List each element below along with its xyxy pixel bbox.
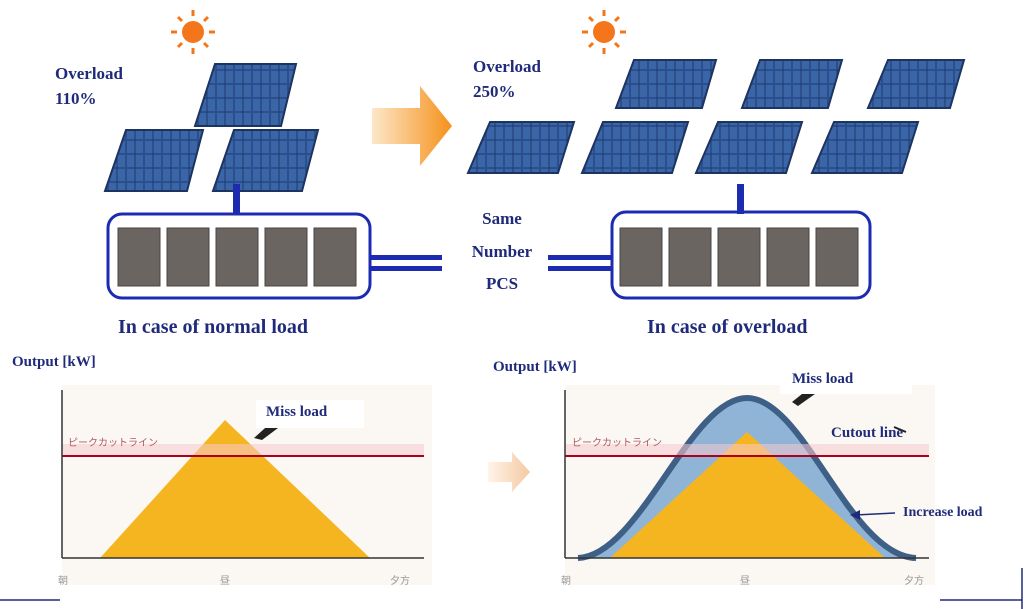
solar-panel-array-left — [103, 63, 320, 192]
pcs-units-left — [117, 227, 357, 287]
pcs-units-right — [619, 227, 859, 287]
xtick-left-2: 夕方 — [390, 576, 410, 587]
ylabel-right: Output [kW] — [493, 359, 577, 375]
equal-connector-right — [548, 255, 612, 271]
ylabel-left: Output [kW] — [12, 354, 96, 370]
solar-panel-array-right — [466, 59, 966, 174]
xtick-right-2: 夕方 — [904, 576, 924, 587]
increase-load-label: Increase load — [903, 505, 983, 520]
connector-right — [737, 184, 744, 214]
xtick-right-1: 昼 — [740, 576, 750, 587]
sun-icon-left — [171, 10, 215, 54]
chart-right — [564, 366, 935, 585]
transition-arrow — [372, 86, 452, 166]
overload-value-left: 110% — [55, 89, 97, 108]
load-curve-left — [100, 420, 370, 558]
equal-connector-left — [370, 255, 442, 271]
overload-title-left: Overload — [55, 64, 123, 83]
overload-value-right: 250% — [473, 82, 516, 101]
xtick-left-0: 朝 — [58, 576, 68, 587]
xtick-left-1: 昼 — [220, 576, 230, 587]
connector-left — [233, 184, 240, 214]
caption-overload: In case of overload — [647, 316, 808, 338]
xtick-right-0: 朝 — [561, 576, 571, 587]
load-curve-right — [610, 432, 885, 558]
same-label: Same — [482, 209, 522, 228]
chart-transition-arrow — [488, 452, 530, 492]
overload-title-right: Overload — [473, 57, 541, 76]
increase-load-pointer — [854, 512, 896, 516]
number-label: Number — [471, 242, 533, 261]
miss-load-label-right: Miss load — [792, 371, 854, 387]
sun-icon-right — [582, 10, 626, 54]
cutout-jp-label-left: ピークカットライン — [68, 438, 158, 449]
chart-left — [61, 385, 432, 585]
cutout-line-label: Cutout line — [831, 425, 904, 441]
pcs-label: PCS — [485, 274, 519, 293]
miss-load-label-left: Miss load — [266, 404, 328, 420]
cutout-jp-label-right: ピークカットライン — [572, 438, 662, 449]
caption-normal-load: In case of normal load — [118, 316, 308, 338]
increase-load-band — [577, 394, 917, 561]
